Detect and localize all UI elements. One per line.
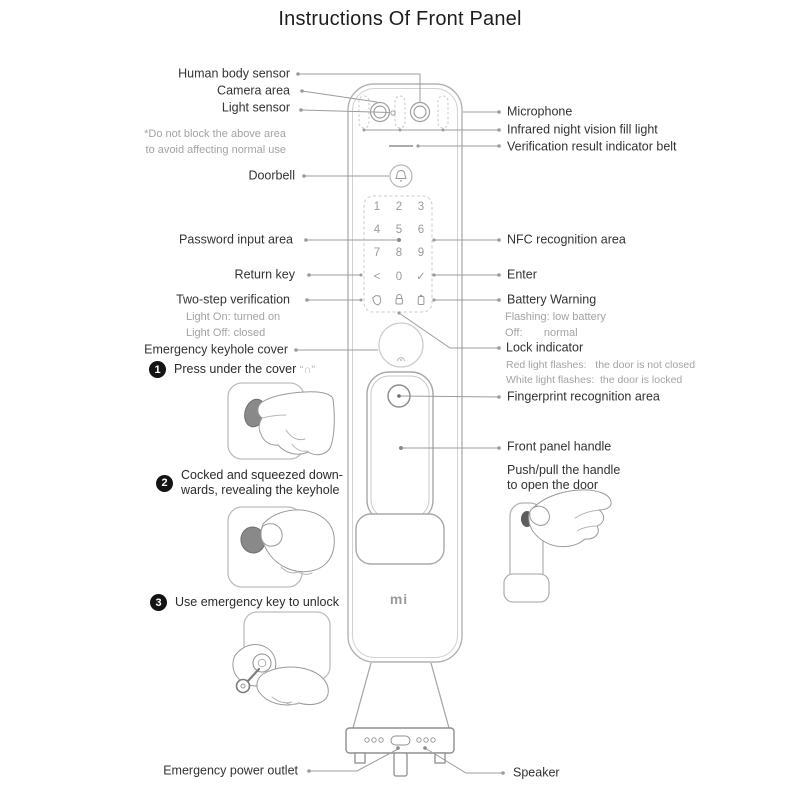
- key-enter: ✓: [416, 271, 426, 283]
- emergency-keyhole-cover-shape: [378, 322, 424, 368]
- label-lock-indicator: Lock indicator: [506, 340, 584, 355]
- leader-doorbell: [302, 174, 389, 178]
- key-6: 6: [418, 224, 424, 236]
- leader-camera-area: [300, 89, 378, 103]
- label-infrared-fill-light: Infrared night vision fill light: [507, 122, 658, 137]
- illustration-key-unlock: [232, 611, 331, 706]
- page-title: Instructions Of Front Panel: [278, 8, 522, 30]
- step-2-badge: 2: [156, 474, 173, 492]
- leader-enter: [432, 273, 501, 277]
- emergency-power-outlet-icon: [390, 735, 411, 746]
- label-human-body-sensor: Human body sensor: [178, 66, 290, 81]
- step-1-badge: 1: [149, 361, 166, 378]
- illustration-squeeze-cover: [227, 506, 335, 588]
- infrared-fill-light-capsules: [358, 95, 449, 129]
- label-camera-area: Camera area: [217, 83, 290, 98]
- label-nfc-recognition-area: NFC recognition area: [507, 232, 626, 247]
- doorbell-icon: [389, 164, 413, 188]
- key-return: <: [374, 271, 381, 283]
- key-3: 3: [418, 201, 424, 213]
- leader-indicator-belt: [416, 144, 501, 148]
- illustration-push-pull-handle: [503, 489, 612, 603]
- leader-password: [304, 238, 401, 242]
- key-4: 4: [374, 224, 381, 236]
- note-do-not-block-2: to avoid affecting normal use: [145, 144, 286, 156]
- press-cover-icon: “∩”: [299, 363, 316, 376]
- label-return-key: Return key: [234, 267, 295, 282]
- label-push-pull-handle: Push/pull the handle to open the door: [507, 463, 620, 493]
- label-emergency-keyhole-cover: Emergency keyhole cover: [144, 342, 288, 357]
- step-3: 3 Use emergency key to unlock: [150, 594, 339, 611]
- lock-indicator-icon: [395, 293, 403, 305]
- mount-base-shape: [345, 662, 455, 777]
- key-7: 7: [374, 247, 380, 259]
- note-light-off: Light Off: closed: [186, 327, 266, 339]
- key-9: 9: [418, 247, 424, 259]
- note-battery-flashing: Flashing: low battery: [505, 311, 606, 323]
- label-battery-warning: Battery Warning: [507, 292, 597, 307]
- leader-keyhole-cover: [294, 348, 378, 352]
- label-password-input-area: Password input area: [179, 232, 293, 247]
- key-5: 5: [396, 224, 402, 236]
- leader-human-body-sensor: [296, 72, 421, 102]
- key-1: 1: [374, 201, 380, 213]
- leader-two-step: [305, 298, 363, 302]
- leader-speaker: [423, 746, 505, 775]
- push-pull-line1: Push/pull the handle: [507, 463, 621, 477]
- label-fingerprint-recognition-area: Fingerprint recognition area: [507, 389, 660, 404]
- leader-nfc: [432, 238, 501, 242]
- keypad-digits: 1 2 3 4 5 6 7 8 9 < 0 ✓: [374, 201, 426, 283]
- speaker-holes-icon: [364, 737, 436, 743]
- key-8: 8: [396, 247, 402, 259]
- step-2-text-line2: wards, revealing the keyhole: [181, 483, 340, 497]
- step-2-text-line1: Cocked and squeezed down-: [181, 468, 343, 482]
- label-doorbell: Doorbell: [248, 168, 295, 183]
- illustration-press-cover: [227, 382, 335, 460]
- key-2: 2: [396, 201, 402, 213]
- step-3-text: Use emergency key to unlock: [175, 595, 339, 609]
- step-2: 2 Cocked and squeezed down- wards, revea…: [156, 468, 343, 498]
- label-microphone: Microphone: [507, 104, 573, 119]
- light-sensor-icon: [390, 110, 396, 116]
- leader-power-outlet: [307, 746, 400, 773]
- leader-lock-indicator: [397, 311, 501, 350]
- label-verification-indicator-belt: Verification result indicator belt: [507, 139, 677, 154]
- label-emergency-power-outlet: Emergency power outlet: [163, 763, 298, 778]
- label-two-step-verification: Two-step verification: [176, 292, 290, 307]
- note-lock-white: White light flashes: the door is locked: [506, 374, 683, 386]
- leader-front-handle: [399, 446, 501, 450]
- battery-warning-icon: [417, 294, 425, 305]
- label-speaker: Speaker: [513, 765, 560, 780]
- push-pull-line2: to open the door: [507, 478, 599, 492]
- label-front-panel-handle: Front panel handle: [507, 439, 612, 454]
- step-1: 1 Press under the cover “∩”: [149, 361, 315, 378]
- note-light-on: Light On: turned on: [186, 311, 281, 323]
- keypad-outline: [363, 195, 433, 313]
- leader-microphone: [463, 110, 501, 114]
- mi-logo: mi: [390, 591, 408, 607]
- two-step-verification-icon: [372, 295, 382, 306]
- label-light-sensor: Light sensor: [221, 100, 290, 115]
- leader-battery: [432, 298, 501, 302]
- note-do-not-block-1: *Do not block the above area: [144, 128, 286, 140]
- leader-infrared: [362, 128, 501, 132]
- step-3-badge: 3: [150, 594, 167, 611]
- key-0: 0: [396, 271, 402, 283]
- step-1-text: Press under the cover: [174, 361, 297, 376]
- leader-lines: [294, 72, 505, 775]
- leader-light-sensor: [299, 108, 391, 113]
- leader-return-key: [307, 273, 363, 277]
- label-enter: Enter: [507, 267, 537, 282]
- note-battery-off: Off: normal: [505, 327, 578, 339]
- note-lock-red: Red light flashes: the door is not close…: [506, 359, 696, 371]
- leader-fingerprint: [400, 395, 501, 399]
